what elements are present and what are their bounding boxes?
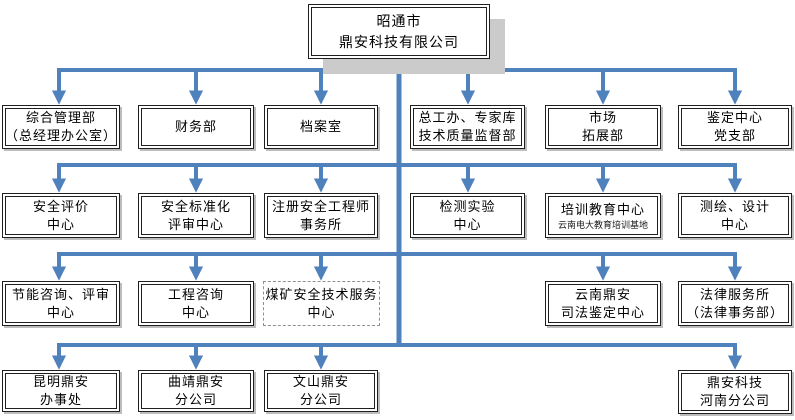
node-engineering-consulting-center: 工程咨询 中心 — [138, 281, 254, 326]
node-label: 培训教育中心 — [560, 201, 645, 217]
node-yunnan-dingan-judicial-appraisal-center: 云南鼎安 司法鉴定中心 — [545, 281, 661, 326]
node-label: 曲靖鼎安 — [167, 374, 224, 389]
node-label: 煤矿安全技术服务 — [265, 286, 378, 302]
node-sublabel: 云南电大教育培训基地 — [557, 219, 648, 230]
node-testing-lab-center: 检测实验 中心 — [410, 193, 525, 238]
node-label: 中心 — [720, 216, 749, 232]
node-label: 鉴定中心 — [706, 110, 763, 125]
node-label: 节能咨询、评审 — [11, 286, 110, 302]
node-legal-service-office: 法律服务所 （法律事务部） — [678, 281, 792, 326]
node-archives-room: 档案室 — [264, 105, 378, 149]
node-label: 中心 — [307, 304, 336, 320]
node-energy-consulting-center: 节能咨询、评审 中心 — [2, 281, 120, 326]
node-label: 中心 — [181, 304, 210, 320]
node-label: 办事处 — [39, 392, 82, 407]
node-finance-dept: 财务部 — [138, 105, 254, 149]
node-label: 档案室 — [299, 119, 342, 134]
node-label: 文山鼎安 — [292, 374, 349, 389]
node-chief-engineer-office: 总工办、专家库 技术质量监督部 — [410, 105, 525, 149]
node-appraisal-center-party-branch: 鉴定中心 党支部 — [678, 105, 792, 149]
node-label: 检测实验 — [439, 198, 496, 214]
node-label: 昆明鼎安 — [32, 374, 89, 389]
node-market-expansion-dept: 市场 拓展部 — [545, 105, 661, 149]
node-safety-evaluation-center: 安全评价 中心 — [2, 193, 120, 238]
node-label: （总经理办公室） — [4, 128, 117, 143]
node-training-education-center: 培训教育中心 云南电大教育培训基地 — [545, 193, 661, 238]
node-label: 河南分公司 — [699, 393, 770, 408]
node-safety-standardization-center: 安全标准化 评审中心 — [138, 193, 254, 238]
node-label: 分公司 — [299, 392, 342, 407]
node-label: 测绘、设计 — [699, 198, 770, 214]
level-3-connectors — [51, 163, 743, 193]
node-label: 云南鼎安 — [574, 286, 631, 302]
level-4-connectors — [51, 252, 743, 281]
node-label: 市场 — [588, 110, 617, 125]
node-coal-mine-safety-service-center: 煤矿安全技术服务 中心 — [263, 281, 380, 326]
node-henan-branch: 鼎安科技 河南分公司 — [678, 370, 792, 414]
node-surveying-design-center: 测绘、设计 中心 — [678, 193, 792, 238]
node-label: 昭通市 — [376, 12, 422, 29]
node-label: 工程咨询 — [167, 286, 224, 302]
node-label: 技术质量监督部 — [418, 128, 517, 143]
node-label: 注册安全工程师 — [271, 198, 370, 214]
node-root-company: 昭通市 鼎安科技有限公司 — [308, 4, 490, 59]
node-label: 中心 — [46, 304, 75, 320]
node-label: 事务所 — [299, 216, 342, 232]
node-general-management: 综合管理部 （总经理办公室） — [2, 105, 120, 149]
node-registered-safety-engineer-office: 注册安全工程师 事务所 — [264, 193, 378, 238]
node-kunming-office: 昆明鼎安 办事处 — [2, 370, 120, 412]
node-label: 安全评价 — [32, 198, 89, 214]
node-label: 总工办、专家库 — [418, 110, 517, 125]
node-label: 党支部 — [713, 128, 756, 143]
level-2-connectors — [51, 68, 743, 105]
node-wenshan-branch: 文山鼎安 分公司 — [264, 370, 378, 412]
node-label: 综合管理部 — [25, 110, 96, 125]
node-label: 中心 — [453, 216, 482, 232]
node-label: 法律服务所 — [699, 286, 770, 302]
level-5-connectors — [51, 343, 743, 370]
node-label: 分公司 — [174, 392, 217, 407]
node-label: 鼎安科技有限公司 — [339, 33, 459, 50]
node-label: （法律事务部） — [685, 304, 784, 320]
node-label: 评审中心 — [167, 216, 224, 232]
node-label: 鼎安科技 — [706, 375, 763, 390]
node-qujing-branch: 曲靖鼎安 分公司 — [138, 370, 254, 412]
node-label: 中心 — [46, 216, 75, 232]
node-label: 拓展部 — [581, 128, 624, 143]
node-label: 财务部 — [174, 119, 217, 134]
node-label: 司法鉴定中心 — [560, 304, 645, 320]
node-label: 安全标准化 — [160, 198, 231, 214]
